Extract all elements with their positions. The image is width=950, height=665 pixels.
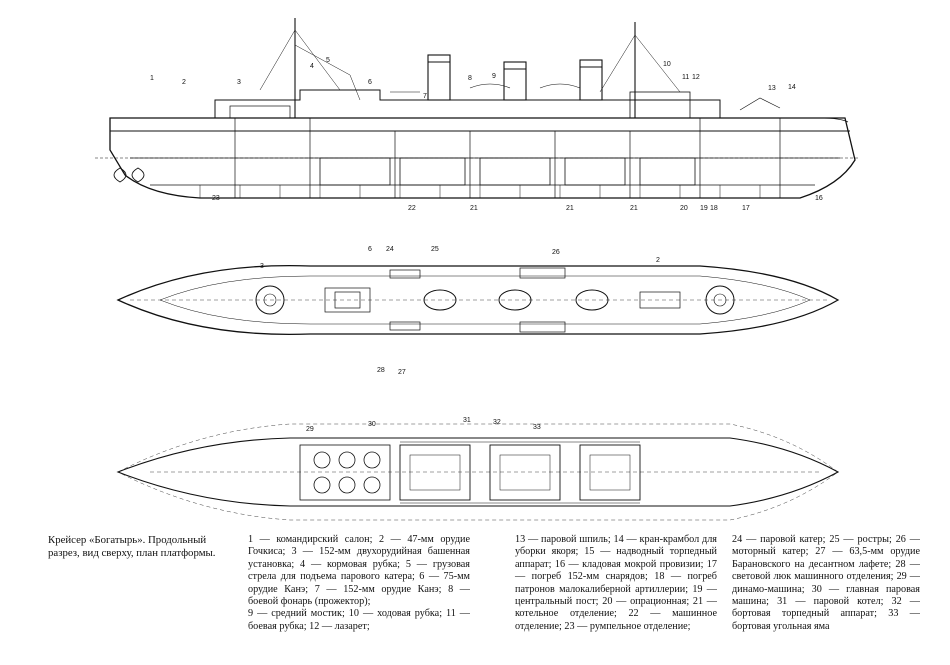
callout-13: 13	[768, 85, 776, 92]
callout-28: 28	[377, 367, 385, 374]
callout-20: 20	[680, 205, 688, 212]
legend-paragraph: 13 — паровой шпиль; 14 — кран-крамбол дл…	[515, 534, 717, 632]
callout-21: 21	[566, 205, 574, 212]
callout-4: 4	[310, 63, 314, 70]
callout-2: 2	[656, 257, 660, 264]
callout-6: 6	[368, 79, 372, 86]
callout-19: 19	[700, 205, 708, 212]
callout-17: 17	[742, 205, 750, 212]
callout-27: 27	[398, 369, 406, 376]
callout-14: 14	[788, 84, 796, 91]
top-view: 2 3 6 24 25 26 27 28	[116, 246, 840, 376]
callout-26: 26	[552, 249, 560, 256]
callout-5: 5	[326, 57, 330, 64]
legend-paragraph: 24 — паровой катер; 25 — ростры; 26 — мо…	[732, 534, 920, 632]
callout-32: 32	[493, 419, 501, 426]
legend-paragraph: 1 — командирский салон; 2 — 47-мм орудие…	[248, 534, 470, 608]
callout-3: 3	[260, 263, 264, 270]
callout-24: 24	[386, 246, 394, 253]
legend-paragraph: 9 — средний мостик; 10 — ходовая рубка; …	[248, 608, 470, 632]
callout-2: 2	[182, 79, 186, 86]
callout-22: 22	[408, 205, 416, 212]
callout-12: 12	[692, 74, 700, 81]
callout-18: 18	[710, 205, 718, 212]
callout-21: 21	[630, 205, 638, 212]
callout-9: 9	[492, 73, 496, 80]
caption-title: Крейсер «Богатырь». Продольный разрез, в…	[48, 534, 236, 560]
legend-column-1: 1 — командирский салон; 2 — 47-мм орудие…	[248, 534, 470, 633]
callout-30: 30	[368, 421, 376, 428]
callout-21: 21	[470, 205, 478, 212]
caption-title-text: Крейсер «Богатырь». Продольный разрез, в…	[48, 534, 216, 559]
legend-column-2: 13 — паровой шпиль; 14 — кран-крамбол дл…	[515, 534, 717, 633]
callout-23: 23	[212, 195, 220, 202]
plan-callouts: 2 3 6 24 25 26 27 28	[260, 246, 660, 376]
callout-33: 33	[533, 424, 541, 431]
callout-16: 16	[815, 195, 823, 202]
callout-31: 31	[463, 417, 471, 424]
callout-6: 6	[368, 246, 372, 253]
platform-callouts: 29 30 31 32 33	[306, 417, 541, 433]
callout-3: 3	[237, 79, 241, 86]
callout-1: 1	[150, 75, 154, 82]
callout-29: 29	[306, 426, 314, 433]
callout-25: 25	[431, 246, 439, 253]
callout-7: 7	[423, 93, 427, 100]
callout-11: 11	[682, 74, 689, 81]
platform-plan: 29 30 31 32 33	[116, 417, 840, 521]
legend-column-3: 24 — паровой катер; 25 — ростры; 26 — мо…	[732, 534, 920, 633]
callout-10: 10	[663, 61, 671, 68]
callout-8: 8	[468, 75, 472, 82]
